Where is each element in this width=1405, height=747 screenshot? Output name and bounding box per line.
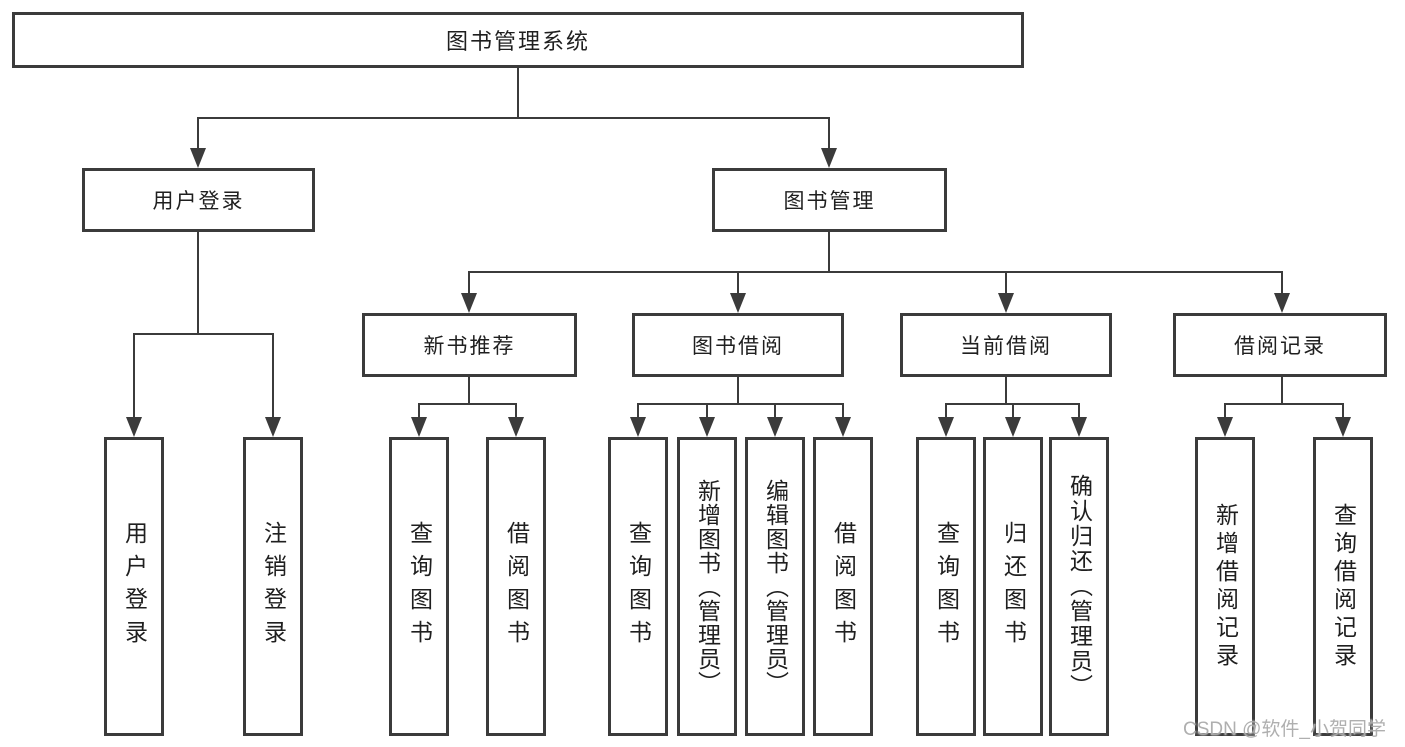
leaf-query-book-recommend: 查询图书 [389, 437, 449, 736]
arrowhead-down-icon [461, 293, 477, 313]
connector-userlogin-drop-1 [133, 333, 135, 417]
arrowhead-down-icon [998, 293, 1014, 313]
connector-userlogin-drop-2 [272, 333, 274, 417]
connector-root-drop-left [197, 117, 199, 148]
connector-newrec-drop-1 [418, 403, 420, 417]
arrowhead-down-icon [767, 417, 783, 437]
connector-root-stem [517, 68, 519, 119]
connector-records-drop-2 [1342, 403, 1344, 417]
arrowhead-down-icon [938, 417, 954, 437]
connector-records-stem [1281, 377, 1283, 405]
connector-current-drop-1 [945, 403, 947, 417]
leaf-logout-login: 注销登录 [243, 437, 303, 736]
node-user-login: 用户登录 [82, 168, 315, 232]
arrowhead-down-icon [126, 417, 142, 437]
leaf-label: 查询图书 [625, 520, 652, 653]
leaf-label: 新增图书（管理员） [694, 478, 721, 695]
leaf-return-book: 归还图书 [983, 437, 1043, 736]
arrowhead-down-icon [630, 417, 646, 437]
leaf-add-book-admin: 新增图书（管理员） [677, 437, 737, 736]
arrowhead-down-icon [821, 148, 837, 168]
leaf-add-borrow-record: 新增借阅记录 [1195, 437, 1255, 736]
leaf-label: 注销登录 [260, 520, 287, 653]
connector-borrow-drop-4 [842, 403, 844, 417]
connector-borrow-stem [737, 377, 739, 405]
leaf-label: 借阅图书 [830, 520, 857, 653]
connector-newrec-branch [419, 403, 516, 405]
connector-userlogin-stem [197, 232, 199, 335]
arrowhead-down-icon [699, 417, 715, 437]
connector-current-stem [1005, 377, 1007, 405]
connector-records-drop-1 [1224, 403, 1226, 417]
connector-borrow-drop-1 [637, 403, 639, 417]
leaf-user-login: 用户登录 [104, 437, 164, 736]
leaf-label: 编辑图书（管理员） [762, 478, 789, 695]
leaf-query-book-current: 查询图书 [916, 437, 976, 736]
node-book-management: 图书管理 [712, 168, 947, 232]
leaf-borrow-book-borrow: 借阅图书 [813, 437, 873, 736]
leaf-label: 查询图书 [406, 520, 433, 653]
arrowhead-down-icon [190, 148, 206, 168]
connector-bookmgmt-stem [828, 232, 830, 273]
node-new-book-recommend: 新书推荐 [362, 313, 577, 377]
leaf-confirm-return-admin: 确认归还（管理员） [1049, 437, 1109, 736]
arrowhead-down-icon [835, 417, 851, 437]
csdn-watermark: CSDN @软件_小贺同学 [1183, 719, 1386, 740]
connector-newrec-drop-2 [515, 403, 517, 417]
node-library-management-system: 图书管理系统 [12, 12, 1024, 68]
arrowhead-down-icon [730, 293, 746, 313]
leaf-label: 确认归还（管理员） [1066, 474, 1093, 699]
node-current-borrow: 当前借阅 [900, 313, 1112, 377]
arrowhead-down-icon [1335, 417, 1351, 437]
arrowhead-down-icon [265, 417, 281, 437]
connector-bookmgmt-drop-1 [468, 271, 470, 293]
leaf-query-borrow-record: 查询借阅记录 [1313, 437, 1373, 736]
connector-root-branch [198, 117, 830, 119]
connector-newrec-stem [468, 377, 470, 405]
connector-records-branch [1225, 403, 1343, 405]
leaf-label: 借阅图书 [503, 520, 530, 653]
connector-bookmgmt-drop-2 [737, 271, 739, 293]
node-book-borrow: 图书借阅 [632, 313, 844, 377]
arrowhead-down-icon [1274, 293, 1290, 313]
leaf-query-book-borrow: 查询图书 [608, 437, 668, 736]
leaf-label: 查询借阅记录 [1330, 502, 1357, 671]
arrowhead-down-icon [411, 417, 427, 437]
arrowhead-down-icon [1005, 417, 1021, 437]
connector-root-drop-right [828, 117, 830, 148]
leaf-label: 归还图书 [1000, 520, 1027, 653]
connector-borrow-branch [638, 403, 843, 405]
leaf-label: 用户登录 [121, 520, 148, 653]
leaf-label: 新增借阅记录 [1212, 502, 1239, 671]
connector-borrow-drop-3 [774, 403, 776, 417]
connector-current-drop-2 [1012, 403, 1014, 417]
node-borrow-records: 借阅记录 [1173, 313, 1387, 377]
connector-bookmgmt-drop-4 [1281, 271, 1283, 293]
connector-userlogin-branch [134, 333, 273, 335]
leaf-label: 查询图书 [933, 520, 960, 653]
arrowhead-down-icon [1217, 417, 1233, 437]
connector-current-drop-3 [1078, 403, 1080, 417]
connector-bookmgmt-branch [469, 271, 1282, 273]
leaf-borrow-book-recommend: 借阅图书 [486, 437, 546, 736]
connector-bookmgmt-drop-3 [1005, 271, 1007, 293]
arrowhead-down-icon [1071, 417, 1087, 437]
connector-borrow-drop-2 [706, 403, 708, 417]
leaf-edit-book-admin: 编辑图书（管理员） [745, 437, 805, 736]
arrowhead-down-icon [508, 417, 524, 437]
